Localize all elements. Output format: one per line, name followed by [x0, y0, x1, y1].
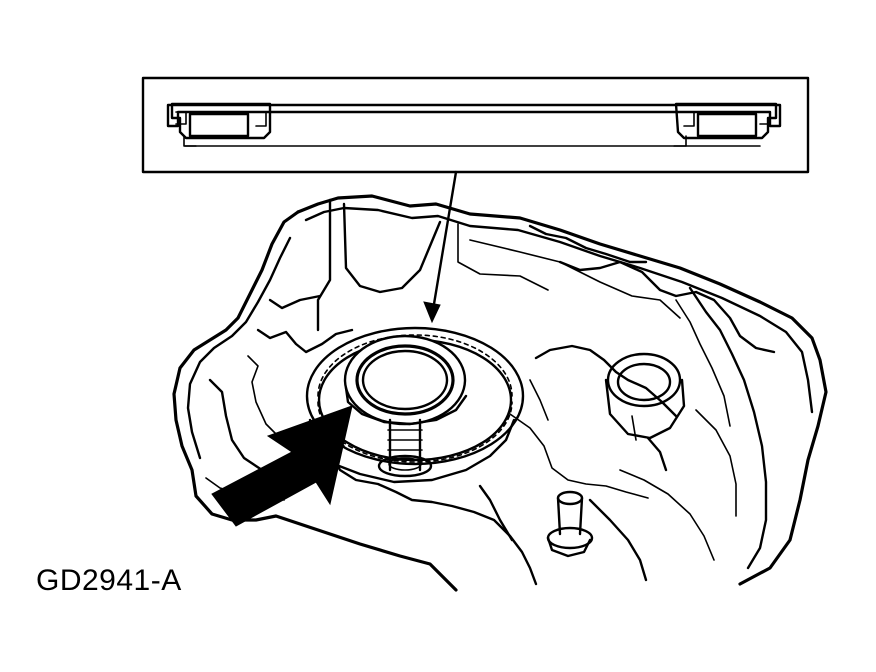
- transmission-case: [172, 194, 828, 592]
- install-direction-arrow: [211, 405, 353, 527]
- stud-bolt: [546, 490, 594, 558]
- seal-ring: [343, 334, 468, 426]
- shaft-spring: [377, 418, 433, 478]
- figure-id-label: GD2941-A: [36, 564, 182, 597]
- seal-profile-right: [673, 102, 778, 147]
- seal-detail-inset: [141, 76, 810, 174]
- seal-profile-left: [170, 102, 272, 147]
- bore-boss: [604, 352, 686, 441]
- detail-leader-arrow: [423, 170, 458, 324]
